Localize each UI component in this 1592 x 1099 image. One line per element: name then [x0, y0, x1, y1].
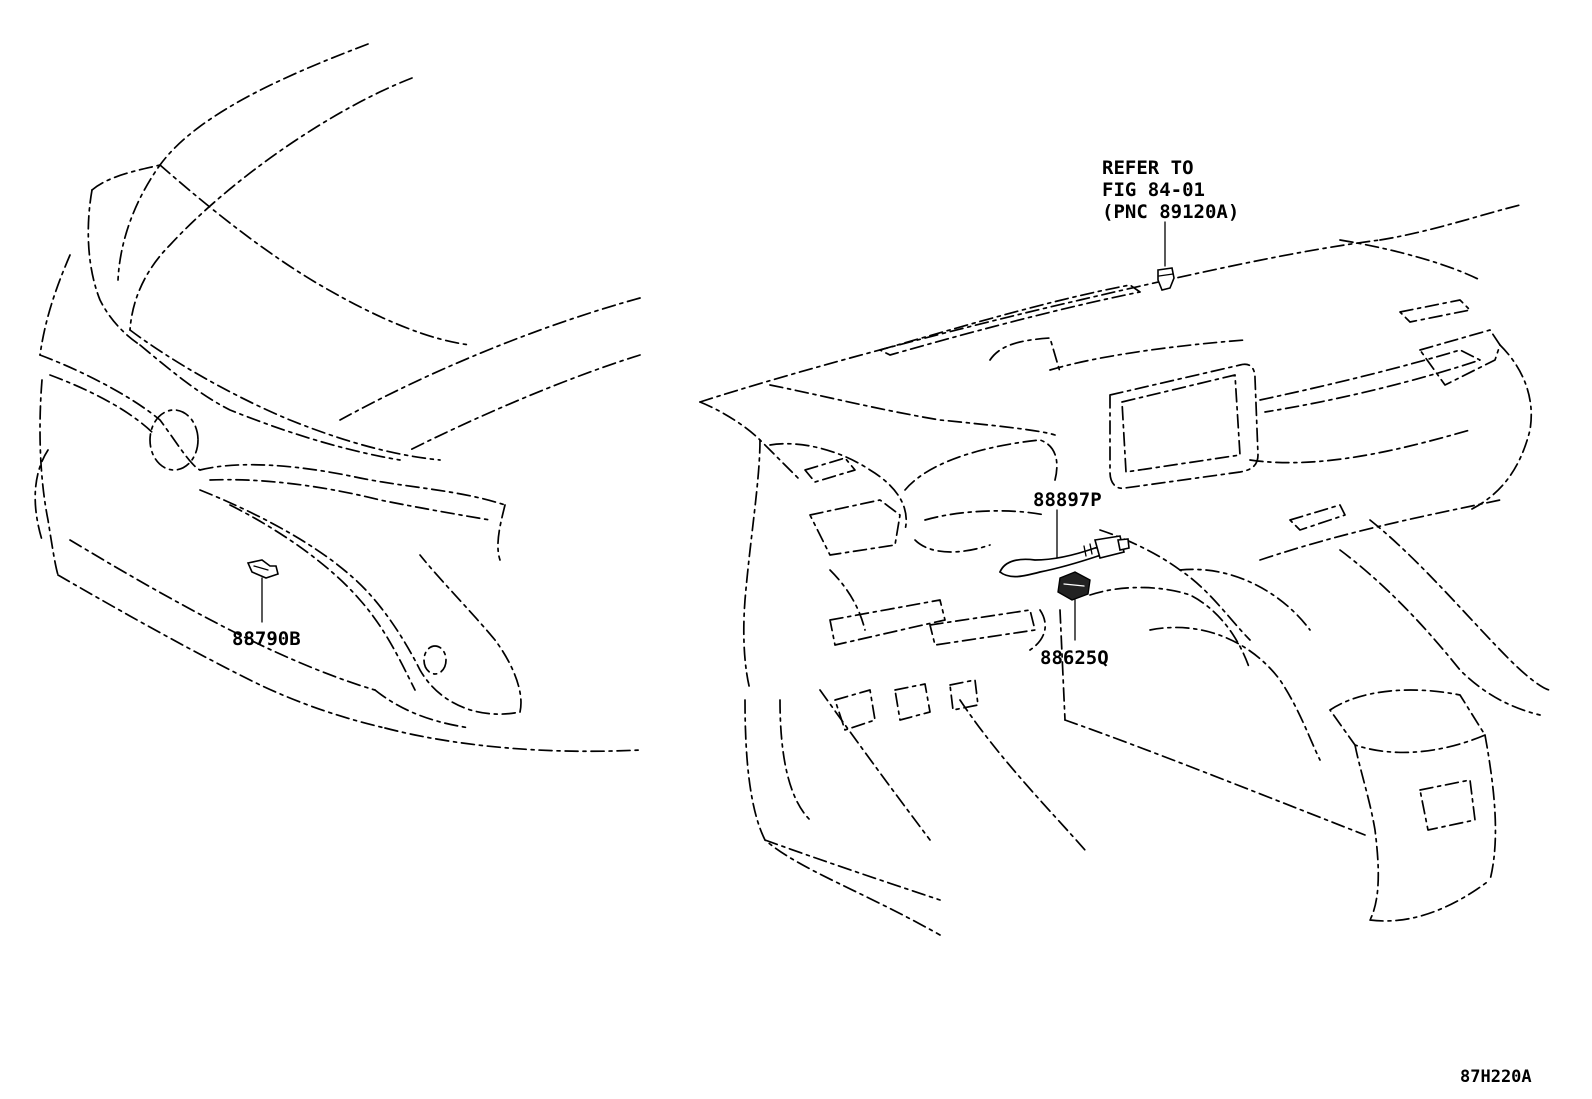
refer-note-line2: FIG 84-01: [1102, 179, 1205, 201]
dashboard-interior-illustration: [699, 204, 1551, 936]
part-88897P-harness: [999, 535, 1130, 578]
refer-note-line3: (PNC 89120A): [1102, 201, 1239, 223]
vehicle-front-illustration: [34, 43, 641, 753]
label-88897P: 88897P: [1033, 489, 1102, 511]
part-88790B-sensor: [246, 559, 279, 579]
part-88625Q-module: [1057, 571, 1091, 601]
label-88625Q: 88625Q: [1040, 647, 1109, 669]
label-88790B: 88790B: [232, 628, 301, 650]
figure-code: 87H220A: [1460, 1067, 1532, 1087]
part-89120A-sensor: [1157, 267, 1175, 291]
refer-note-line1: REFER TO: [1102, 157, 1194, 179]
